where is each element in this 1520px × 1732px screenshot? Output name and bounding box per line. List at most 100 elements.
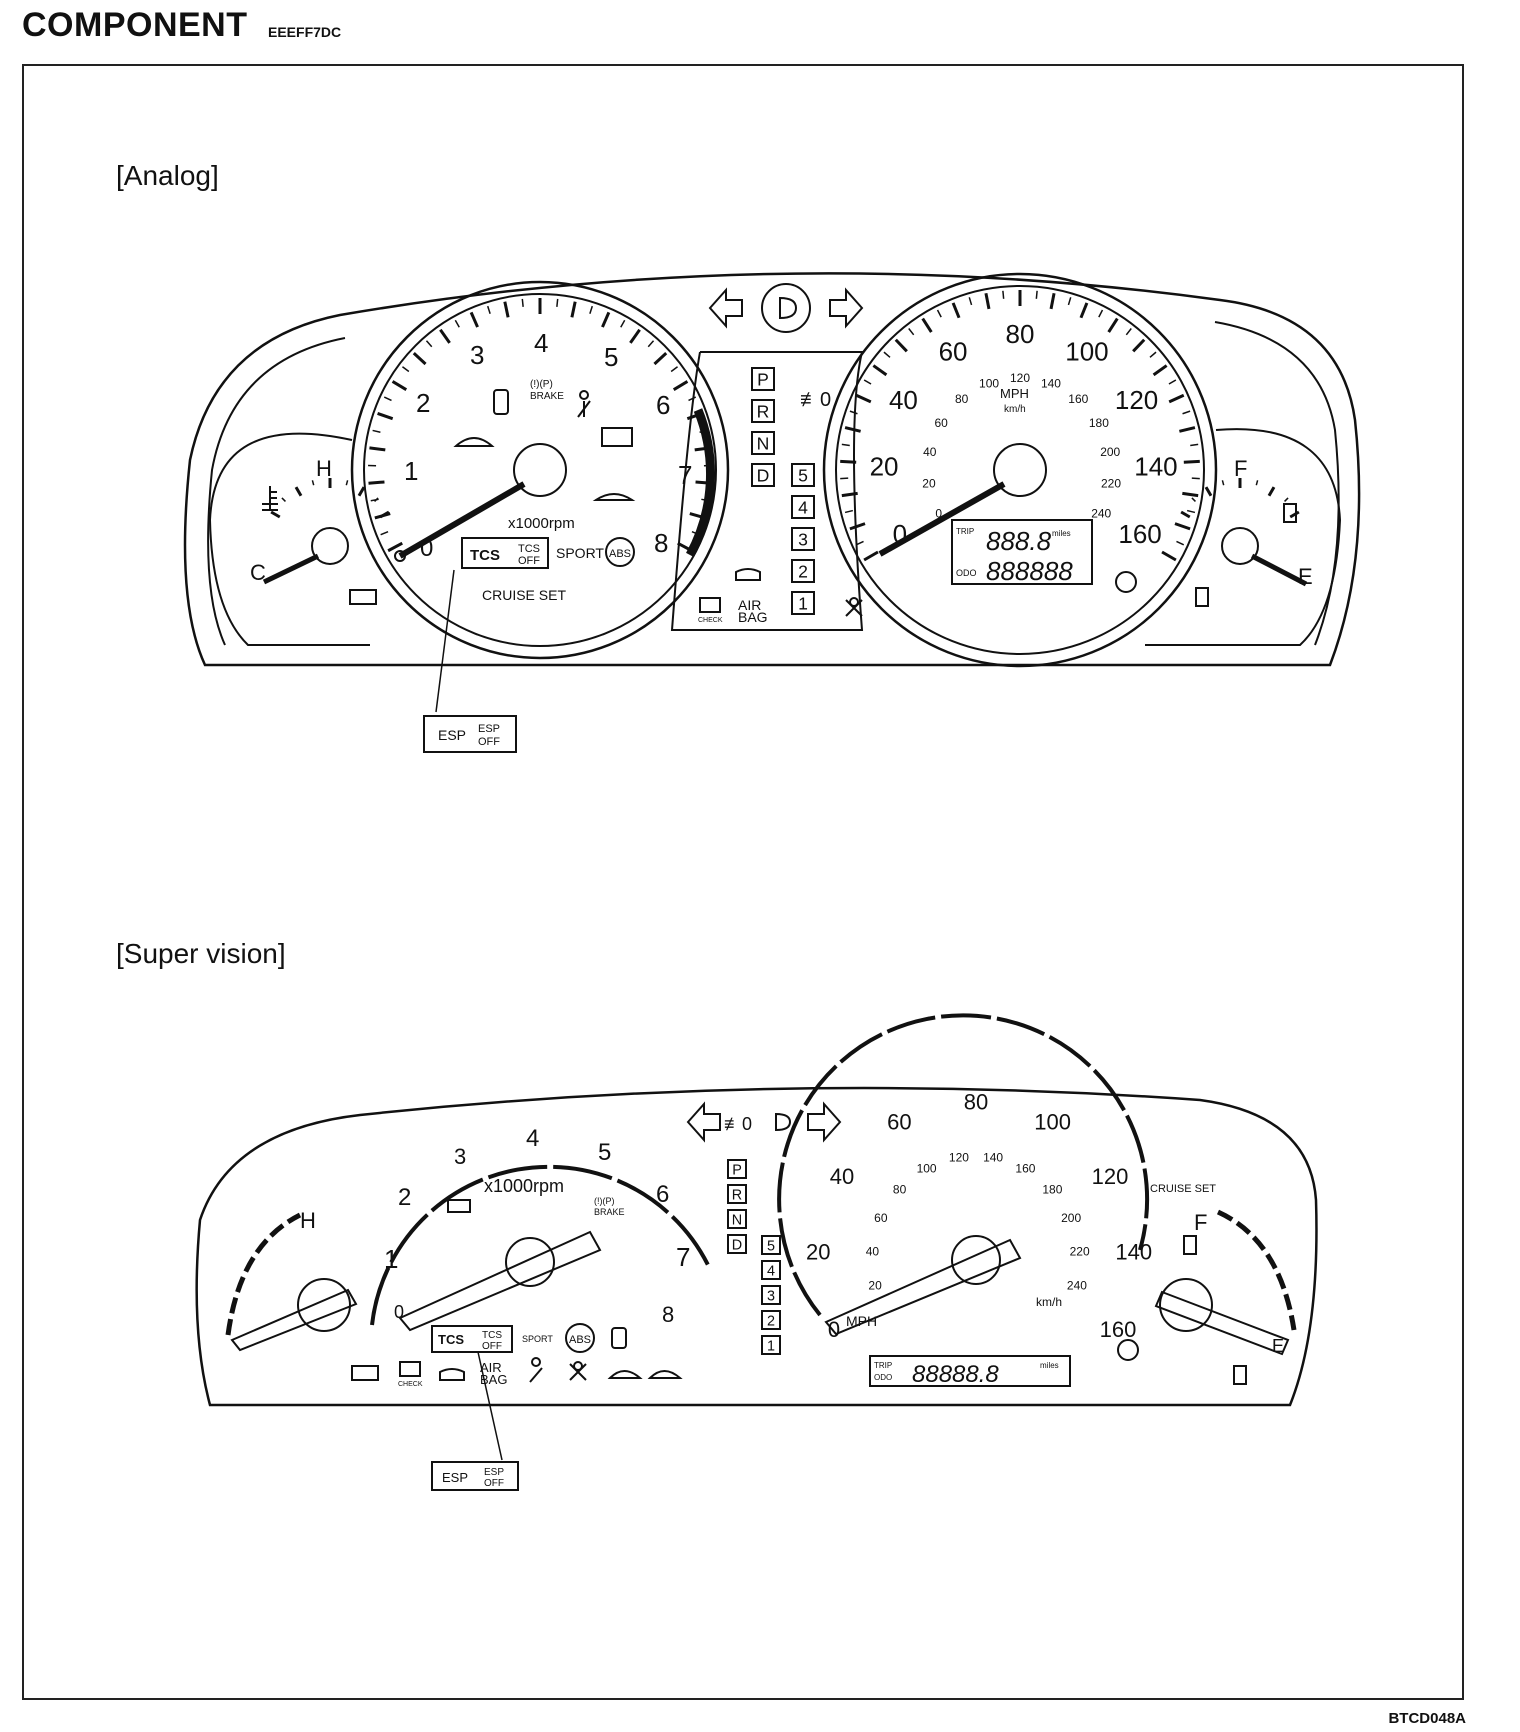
sv-miles-label: miles — [1040, 1361, 1059, 1370]
tach-tick — [391, 380, 408, 391]
sv-speed-kmh-label-2: 60 — [874, 1211, 888, 1225]
oil-pressure-icon — [735, 568, 761, 581]
fuel-gauge-needle — [1250, 553, 1308, 587]
sv-temp-hub — [297, 1278, 351, 1332]
temp-tick — [357, 486, 366, 497]
center-indicator-panel — [670, 351, 864, 631]
sv-fuel-full-label: F — [1194, 1210, 1207, 1235]
sv-speed-kmh-label-7: 160 — [1015, 1162, 1035, 1176]
speed-tick — [849, 410, 858, 415]
odo-digits: 888888 — [986, 556, 1073, 586]
sv-fuel-scale — [1216, 1209, 1297, 1331]
tach-tick — [629, 328, 641, 344]
right-turn-signal-icon — [829, 287, 864, 329]
temp-tick — [270, 510, 281, 519]
tach-tick — [670, 366, 678, 373]
tach-tick — [486, 305, 491, 314]
sv-tach-num-6: 6 — [656, 1181, 669, 1208]
tach-tick — [374, 512, 391, 520]
sv-tcs-label: TCS — [438, 1332, 464, 1347]
speedometer-hub — [993, 443, 1047, 497]
speedometer-outer-ring — [822, 272, 1218, 668]
tachometer-redline — [686, 408, 716, 558]
sv-brake-line2: BRAKE — [594, 1207, 625, 1217]
sv-speed-mph-label-3: 60 — [887, 1110, 911, 1135]
tach-tick — [653, 352, 668, 366]
speedometer-ticks — [840, 290, 1200, 562]
speed-tick — [1168, 379, 1177, 385]
sv-speed-mph-label-0: 0 — [828, 1317, 840, 1342]
sv-brake-line1: (!)(P) — [594, 1196, 615, 1206]
temp-tick — [294, 486, 303, 497]
sv-speed-mph-label-2: 40 — [830, 1164, 854, 1189]
document-code: EEEFF7DC — [268, 24, 342, 40]
tach-num-4: 4 — [534, 328, 548, 358]
speed-mph-label-4: 80 — [1006, 319, 1035, 349]
page-title: COMPONENT — [22, 6, 248, 44]
sv-gear-letter: D — [732, 1237, 742, 1253]
analog-inner-bezel-right — [1214, 321, 1340, 646]
tach-tick — [556, 298, 559, 307]
sv-low-fuel-icon — [1233, 1365, 1247, 1385]
tach-tick — [521, 298, 524, 307]
speed-kmh-label-6: 120 — [1010, 371, 1030, 385]
speed-tick — [936, 309, 942, 318]
door-open-icon — [493, 389, 509, 415]
sv-gear-number-box — [761, 1260, 781, 1280]
battery-charge-icon — [349, 589, 377, 605]
fuel-tick — [1267, 486, 1276, 497]
speed-tick — [1002, 290, 1005, 299]
tachometer-hub — [513, 443, 567, 497]
sv-speed-kmh-label-5: 120 — [949, 1151, 969, 1165]
sv-speed-kmh-label-1: 40 — [866, 1244, 880, 1258]
gear-number: 5 — [798, 466, 808, 486]
low-fuel-icon — [1195, 587, 1209, 607]
sv-esp-callout-leader — [477, 1351, 503, 1461]
sv-gear-letter: P — [732, 1162, 742, 1178]
speed-unit-kmh: km/h — [1004, 404, 1026, 415]
esp-off-line2: OFF — [478, 736, 500, 748]
tach-tick — [601, 311, 611, 328]
trip-label: TRIP — [956, 527, 974, 536]
sv-check-label: CHECK — [398, 1381, 423, 1388]
sv-speed-mph-label-6: 120 — [1092, 1164, 1129, 1189]
tach-tick — [387, 541, 403, 553]
sv-gear-number-box — [761, 1235, 781, 1255]
temp-tick — [345, 480, 349, 486]
passenger-airbag-off-icon — [845, 597, 863, 617]
speed-tick — [1132, 338, 1146, 353]
speed-kmh-label-4: 80 — [955, 392, 969, 406]
sv-gear-number-box — [761, 1335, 781, 1355]
gear-letter: P — [757, 370, 769, 390]
esp-label: ESP — [438, 727, 466, 743]
sv-gear-number-box — [761, 1285, 781, 1305]
temp-gauge-pod — [208, 432, 370, 646]
fuel-full-label: F — [1234, 456, 1247, 481]
temp-cold-label: C — [250, 560, 266, 585]
tach-tick — [372, 429, 381, 434]
sv-esp-label: ESP — [442, 1470, 468, 1485]
tachometer-needle — [398, 481, 526, 559]
sv-low-washer-icon — [607, 1370, 643, 1379]
sv-gear-number: 3 — [767, 1288, 775, 1304]
sv-abs-icon — [565, 1323, 595, 1353]
sv-passenger-airbag-off-icon — [569, 1361, 587, 1381]
fuel-tick — [1255, 480, 1259, 486]
door-ajar-icon — [453, 437, 495, 447]
tach-num-1: 1 — [404, 456, 418, 486]
speed-tick — [1176, 540, 1185, 546]
speed-tick — [1035, 290, 1038, 299]
speed-kmh-label-9: 180 — [1089, 416, 1109, 430]
sv-tach-scale — [370, 1164, 710, 1326]
sv-fuel-pump-icon — [1183, 1235, 1197, 1255]
sv-speed-kmh-label-10: 220 — [1070, 1244, 1090, 1258]
tachometer-inner-ring — [363, 293, 717, 647]
sv-gear-number-box — [761, 1310, 781, 1330]
sv-sport-label: SPORT — [522, 1334, 553, 1344]
gear-letter-box — [751, 431, 775, 455]
check-engine-icon — [699, 597, 721, 613]
